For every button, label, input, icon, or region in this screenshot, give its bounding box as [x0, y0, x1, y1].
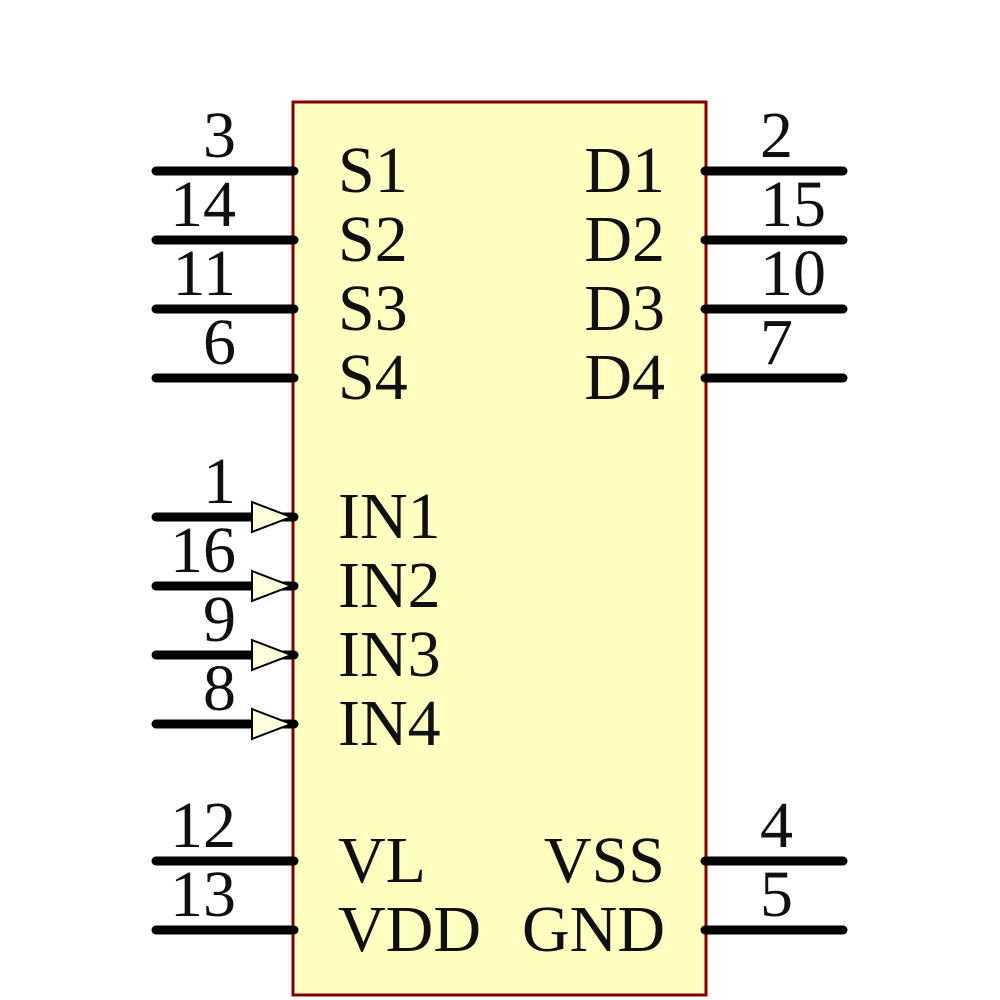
pin-number: 8	[203, 652, 236, 725]
pin-number: 2	[760, 99, 793, 172]
pin-s3: 11 S3	[151, 237, 408, 345]
pin-d3: 10 D3	[584, 237, 848, 345]
pin-number: 7	[760, 306, 793, 379]
pin-s4: 6 S4	[151, 306, 408, 414]
pin-number: 13	[170, 858, 236, 931]
pin-number: 3	[203, 99, 236, 172]
pin-in3: 9 IN3	[151, 583, 441, 691]
pin-number: 16	[170, 514, 236, 587]
pin-number: 6	[203, 306, 236, 379]
pin-name: VSS	[544, 824, 665, 897]
pin-d4: 7 D4	[584, 306, 848, 414]
input-arrow-icon	[251, 707, 294, 741]
pin-name: D4	[584, 341, 665, 414]
pin-number: 5	[760, 858, 793, 931]
pin-number: 11	[172, 237, 236, 310]
pin-name: D3	[584, 272, 665, 345]
input-arrow-icon	[251, 638, 294, 672]
pin-vdd: 13 VDD	[151, 858, 481, 966]
pin-in4: 8 IN4	[151, 652, 441, 760]
pin-in2: 16 IN2	[151, 514, 441, 622]
pin-name: IN4	[338, 687, 441, 760]
pin-number: 12	[170, 789, 236, 862]
pin-name: IN3	[338, 618, 441, 691]
pin-gnd: 5 GND	[522, 858, 848, 966]
pin-name: IN2	[338, 549, 441, 622]
ic-body	[291, 100, 708, 997]
pin-name: S4	[338, 341, 408, 414]
pin-d2: 15 D2	[584, 168, 848, 276]
pin-name: VDD	[338, 893, 481, 966]
pin-number: 10	[760, 237, 826, 310]
pin-number: 15	[760, 168, 826, 241]
pin-s1: 3 S1	[151, 99, 408, 207]
pin-vss: 4 VSS	[544, 789, 848, 897]
input-arrow-icon	[251, 569, 294, 603]
pin-name: VL	[338, 824, 426, 897]
pin-s2: 14 S2	[151, 168, 408, 276]
pin-name: D1	[584, 134, 665, 207]
pin-name: S1	[338, 134, 408, 207]
pin-number: 1	[203, 445, 236, 518]
pin-name: D2	[584, 203, 665, 276]
pin-number: 14	[170, 168, 236, 241]
pin-name: S3	[338, 272, 408, 345]
input-arrow-icon	[251, 500, 294, 534]
pin-in1: 1 IN1	[151, 445, 441, 553]
pin-d1: 2 D1	[584, 99, 848, 207]
pin-name: S2	[338, 203, 408, 276]
pin-vl: 12 VL	[151, 789, 426, 897]
pin-name: GND	[522, 893, 665, 966]
pin-number: 4	[760, 789, 793, 862]
pin-name: IN1	[338, 480, 441, 553]
pin-number: 9	[203, 583, 236, 656]
